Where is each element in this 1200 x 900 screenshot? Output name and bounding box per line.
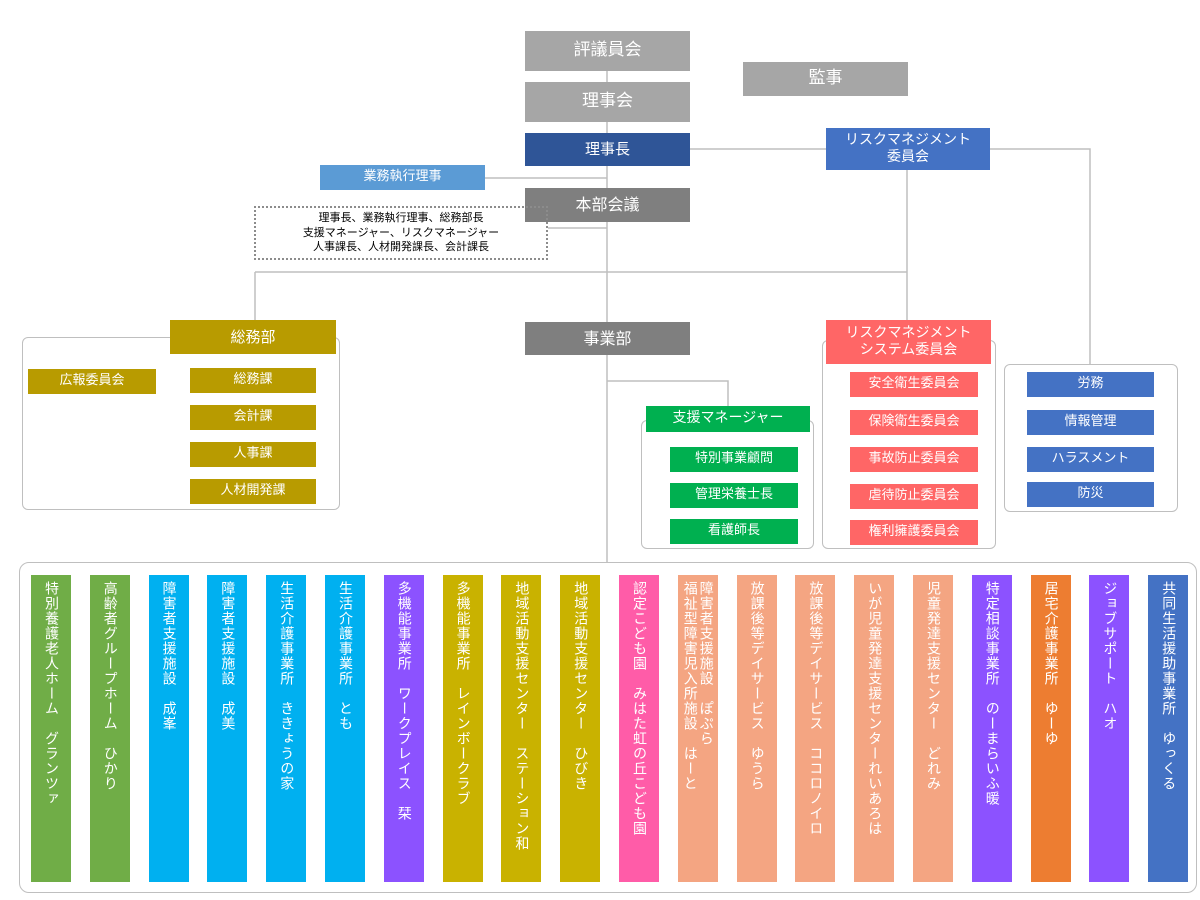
facility-bar: 児童発達支援センター どれみ	[913, 575, 953, 882]
facility-bar: 放課後等デイサービス ココロノイロ	[795, 575, 836, 882]
risk-committee-box: リスクマネジメント 委員会	[826, 128, 990, 170]
facility-name: 障害者支援施設 成峯	[160, 581, 177, 731]
facility-bar: いが児童発達支援センターれいあろは	[854, 575, 895, 882]
facility-name: 共同生活援助事業所 ゆっくる	[1160, 581, 1177, 791]
facility-name: 放課後等デイサービス ココロノイロ	[807, 581, 824, 836]
section-box: 会計課	[190, 405, 316, 430]
facility-name: 多機能事業所 レインボークラブ	[454, 581, 471, 806]
labor-item-box: 労務	[1027, 372, 1154, 397]
facility-name: いが児童発達支援センターれいあろは	[866, 581, 883, 836]
risk-system-title: リスクマネジメント システム委員会	[826, 320, 991, 364]
facility-name: 児童発達支援センター どれみ	[925, 581, 941, 791]
facility-name: 地域活動支援センター ひびき	[572, 581, 589, 791]
pr-committee-box: 広報委員会	[28, 369, 156, 394]
labor-item-box: 情報管理	[1027, 410, 1154, 435]
facility-name: 福祉型障害児入所施設 はーと	[681, 581, 698, 791]
facility-bar: 居宅介護事業所 ゆーゆ	[1030, 575, 1071, 882]
facility-name: 認定こども園 みはた虹の丘こども園	[631, 581, 647, 836]
hq-members-note: 理事長、業務執行理事、総務部長 支援マネージャー、リスクマネージャー 人事課長、…	[254, 206, 548, 260]
general-affairs-title: 総務部	[170, 320, 336, 354]
facility-bar: 障害者支援施設 ぽぷら福祉型障害児入所施設 はーと	[677, 575, 718, 882]
business-dept-box: 事業部	[525, 322, 690, 355]
facility-bar: 特定相談事業所 のーまらいふ暖	[971, 575, 1012, 882]
board-box: 理事会	[525, 82, 690, 122]
facilities-panel	[19, 562, 1197, 893]
facility-bar: 障害者支援施設 成美	[207, 575, 248, 882]
facility-bar: 多機能事業所 ワークプレイス 栞	[383, 575, 424, 882]
risk-item-box: 保険衛生委員会	[850, 410, 978, 435]
facility-name: 障害者支援施設 成美	[219, 581, 236, 731]
facility-name: 生活介護事業所 とも	[337, 581, 353, 731]
risk-item-box: 安全衛生委員会	[850, 372, 978, 397]
auditor-box: 監事	[743, 62, 908, 96]
facility-name: 特定相談事業所 のーまらいふ暖	[983, 581, 1000, 806]
facility-bar: 共同生活援助事業所 ゆっくる	[1148, 575, 1189, 882]
facility-name: 特別養護老人ホーム グランツァ	[43, 581, 59, 806]
facility-bar: 認定こども園 みはた虹の丘こども園	[619, 575, 659, 882]
facility-name: 多機能事業所 ワークプレイス 栞	[395, 581, 412, 821]
risk-item-box: 事故防止委員会	[850, 447, 978, 472]
hq-member-line: 人事課長、人材開発課長、会計課長	[313, 240, 489, 254]
executive-box: 業務執行理事	[320, 165, 485, 190]
facility-name: ジョブサポート ハオ	[1101, 581, 1118, 731]
support-item-box: 看護師長	[670, 519, 798, 544]
facility-bar: 障害者支援施設 成峯	[148, 575, 189, 882]
hq-meeting-box: 本部会議	[525, 188, 690, 222]
facility-bar: 多機能事業所 レインボークラブ	[442, 575, 483, 882]
facility-name: 放課後等デイサービス ゆうら	[748, 581, 765, 791]
facility-bar: 地域活動支援センター ステーション和	[501, 575, 542, 882]
labor-item-box: ハラスメント	[1027, 447, 1154, 472]
facility-name: 障害者支援施設 ぽぷら	[697, 581, 714, 746]
facility-bar: 特別養護老人ホーム グランツァ	[31, 575, 71, 882]
section-box: 人材開発課	[190, 479, 316, 504]
facility-bar: 生活介護事業所 とも	[325, 575, 365, 882]
section-box: 総務課	[190, 368, 316, 393]
facility-name: 生活介護事業所 ききょうの家	[278, 581, 295, 791]
risk-item-box: 虐待防止委員会	[850, 484, 978, 509]
support-manager-title: 支援マネージャー	[646, 406, 810, 432]
facility-bar: 地域活動支援センター ひびき	[560, 575, 601, 882]
facility-bar: 生活介護事業所 ききょうの家	[266, 575, 307, 882]
hq-member-line: 理事長、業務執行理事、総務部長	[318, 210, 484, 224]
support-item-box: 管理栄養士長	[670, 483, 798, 508]
facility-bar: 高齢者グループホーム ひかり	[89, 575, 130, 882]
chair-box: 理事長	[525, 133, 690, 166]
section-box: 人事課	[190, 442, 316, 467]
council-box: 評議員会	[525, 31, 690, 71]
risk-item-box: 権利擁護委員会	[850, 520, 978, 545]
facility-name: 高齢者グループホーム ひかり	[101, 581, 118, 791]
hq-member-line: 支援マネージャー、リスクマネージャー	[302, 225, 500, 239]
facility-name: 居宅介護事業所 ゆーゆ	[1042, 581, 1059, 746]
facility-bar: 放課後等デイサービス ゆうら	[736, 575, 777, 882]
labor-item-box: 防災	[1027, 482, 1154, 507]
support-item-box: 特別事業顧問	[670, 447, 798, 472]
facility-bar: ジョブサポート ハオ	[1089, 575, 1130, 882]
facility-name: 地域活動支援センター ステーション和	[513, 581, 530, 851]
